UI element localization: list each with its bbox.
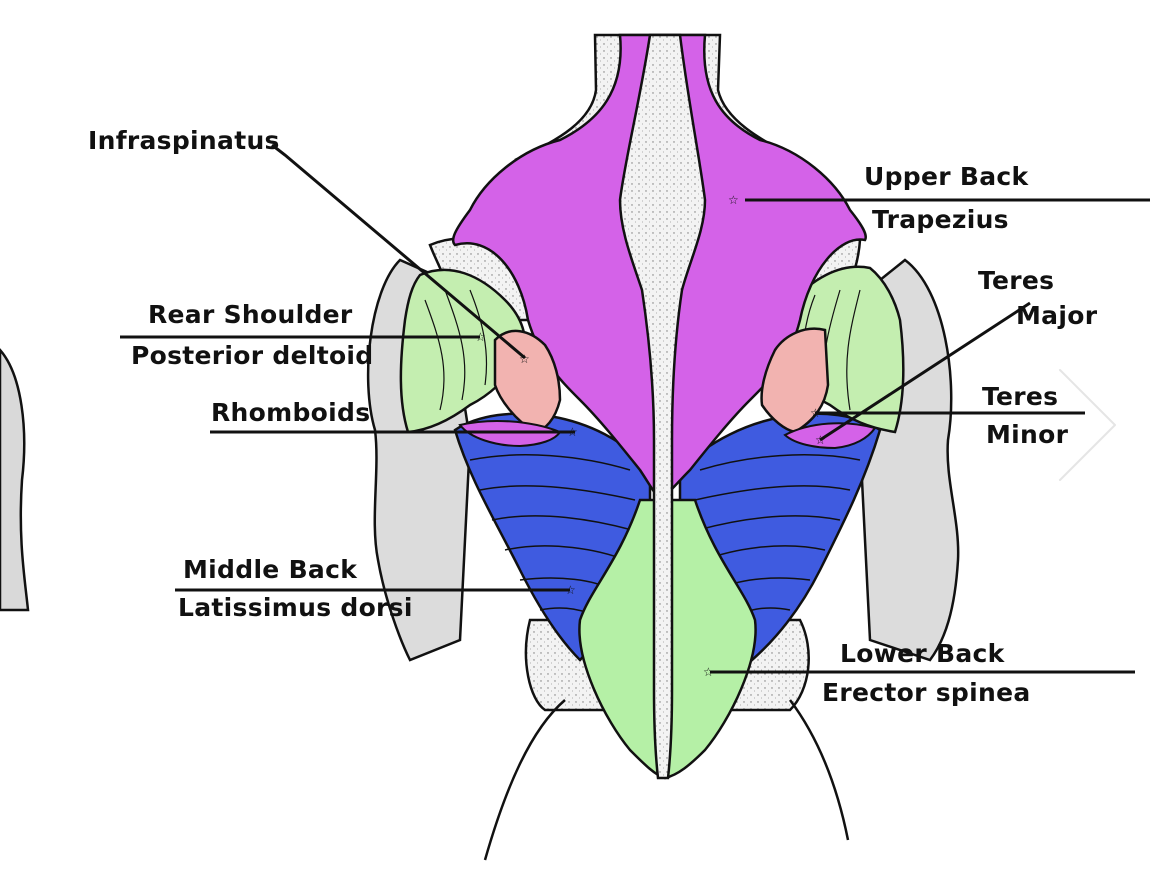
label-lower-back: Lower Back (840, 639, 1005, 668)
star-erector: ☆ (703, 665, 714, 679)
label-erector-spinea: Erector spinea (822, 678, 1031, 707)
label-posterior-deltoid: Posterior deltoid (131, 341, 374, 370)
right-hip-outline (788, 699, 850, 841)
star-infraspinatus: ☆ (519, 352, 530, 366)
right-rhomboid (760, 327, 830, 434)
label-teres-minor-line2: Minor (986, 420, 1069, 449)
label-infraspinatus: Infraspinatus (88, 126, 280, 155)
star-latissimus: ☆ (565, 583, 576, 597)
left-hip-outline (483, 699, 566, 861)
spine (618, 33, 707, 780)
star-markers: ☆ ☆ ☆ ☆ ☆ ☆ ☆ ☆ (475, 193, 826, 679)
left-rhomboid (493, 329, 562, 434)
star-teres-major: ☆ (815, 433, 826, 447)
star-rhomboids: ☆ (567, 425, 578, 439)
label-upper-back: Upper Back (864, 162, 1029, 191)
star-deltoid: ☆ (475, 330, 486, 344)
leader-lines (120, 143, 1150, 674)
label-rear-shoulder: Rear Shoulder (148, 300, 353, 329)
label-middle-back: Middle Back (183, 555, 358, 584)
next-arrow-icon[interactable] (1040, 360, 1130, 490)
right-teres-minor (783, 422, 877, 450)
star-teres-minor: ☆ (810, 406, 821, 420)
label-teres-minor-line1: Teres (982, 382, 1059, 411)
label-rhomboids: Rhomboids (211, 398, 371, 427)
label-trapezius: Trapezius (872, 205, 1009, 234)
label-teres-major-line1: Teres (978, 266, 1055, 295)
label-latissimus-dorsi: Latissimus dorsi (178, 593, 413, 622)
star-trapezius: ☆ (728, 193, 739, 207)
label-teres-major-line2: Major (1016, 301, 1098, 330)
lat-texture (469, 454, 861, 619)
left-edge-arm (0, 348, 30, 612)
